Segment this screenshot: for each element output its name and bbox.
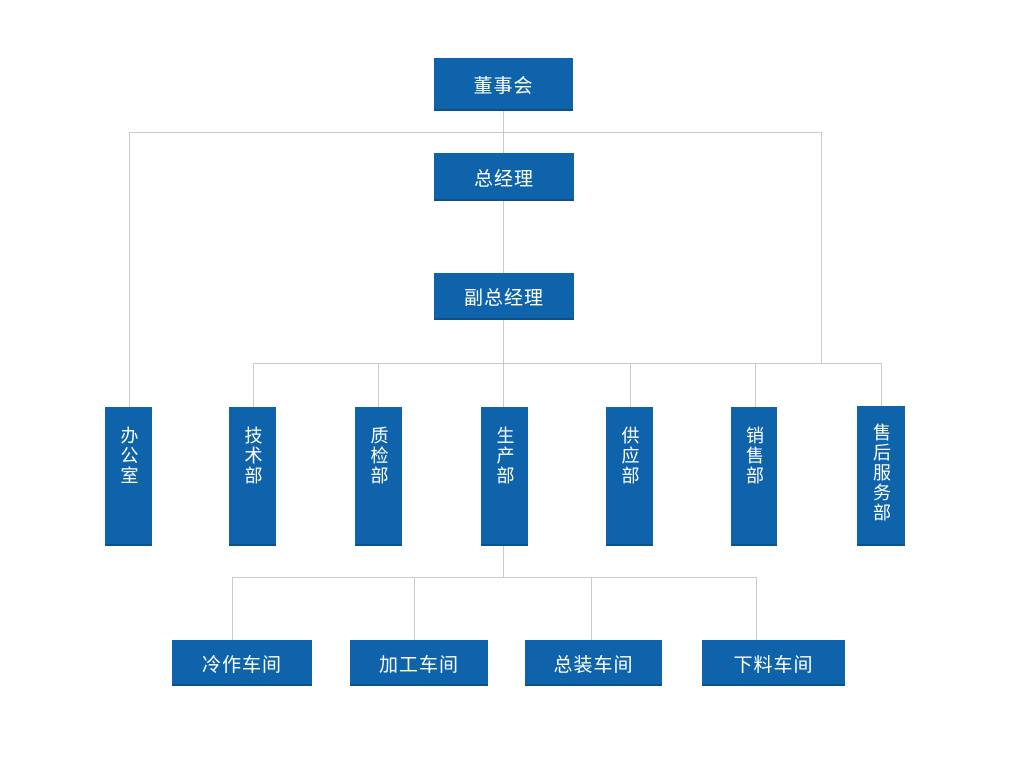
- node-board-of-directors-label: 董事会: [473, 76, 534, 97]
- node-supply-dept: 供应部: [606, 407, 653, 546]
- node-processing-workshop-label: 加工车间: [378, 654, 459, 676]
- node-technology-dept: 技术部: [229, 407, 276, 546]
- connector-right-drop: [821, 132, 822, 363]
- node-after-sales-service-dept: 售后服务部: [857, 406, 905, 546]
- node-board-of-directors: 董事会: [434, 58, 573, 111]
- node-deputy-general-manager: 副总经理: [434, 273, 574, 320]
- connector-top-horizontal: [129, 132, 822, 133]
- node-office-label: 办公室: [118, 426, 139, 486]
- connector-drop-quality: [378, 363, 379, 407]
- node-after-sales-service-dept-label: 售后服务部: [871, 423, 891, 523]
- node-sales-dept-label: 销售部: [744, 426, 764, 486]
- node-cold-work-workshop-label: 冷作车间: [201, 654, 282, 676]
- node-technology-dept-label: 技术部: [242, 426, 263, 486]
- node-quality-inspection-dept: 质检部: [355, 407, 402, 546]
- connector-drop-processing: [414, 577, 415, 640]
- connector-drop-blanking: [756, 577, 757, 640]
- node-blanking-workshop: 下料车间: [702, 640, 845, 686]
- node-final-assembly-workshop-label: 总装车间: [553, 654, 634, 676]
- connector-production-to-workshop-bus: [503, 546, 504, 577]
- node-blanking-workshop-label: 下料车间: [733, 654, 814, 676]
- node-supply-dept-label: 供应部: [619, 426, 640, 486]
- connector-drop-cold-work: [232, 577, 233, 640]
- connector-drop-assembly: [591, 577, 592, 640]
- node-production-dept-label: 生产部: [494, 426, 515, 486]
- node-general-manager: 总经理: [434, 153, 574, 201]
- connector-workshop-horizontal: [232, 577, 757, 578]
- node-office: 办公室: [105, 407, 152, 546]
- node-sales-dept: 销售部: [731, 407, 777, 546]
- connector-drop-after-sales: [881, 363, 882, 406]
- node-processing-workshop: 加工车间: [350, 640, 488, 686]
- connector-drop-supply: [630, 363, 631, 407]
- connector-drop-sales: [755, 363, 756, 407]
- connector-drop-technology: [253, 363, 254, 407]
- node-quality-inspection-dept-label: 质检部: [368, 426, 389, 486]
- node-production-dept: 生产部: [481, 407, 528, 546]
- node-cold-work-workshop: 冷作车间: [172, 640, 312, 686]
- node-general-manager-label: 总经理: [473, 168, 534, 190]
- connector-dept-horizontal: [253, 363, 882, 364]
- connector-left-drop-to-office: [129, 132, 130, 407]
- node-deputy-general-manager-label: 副总经理: [463, 288, 544, 309]
- node-final-assembly-workshop: 总装车间: [525, 640, 662, 686]
- connector-gm-to-dgm: [503, 201, 504, 273]
